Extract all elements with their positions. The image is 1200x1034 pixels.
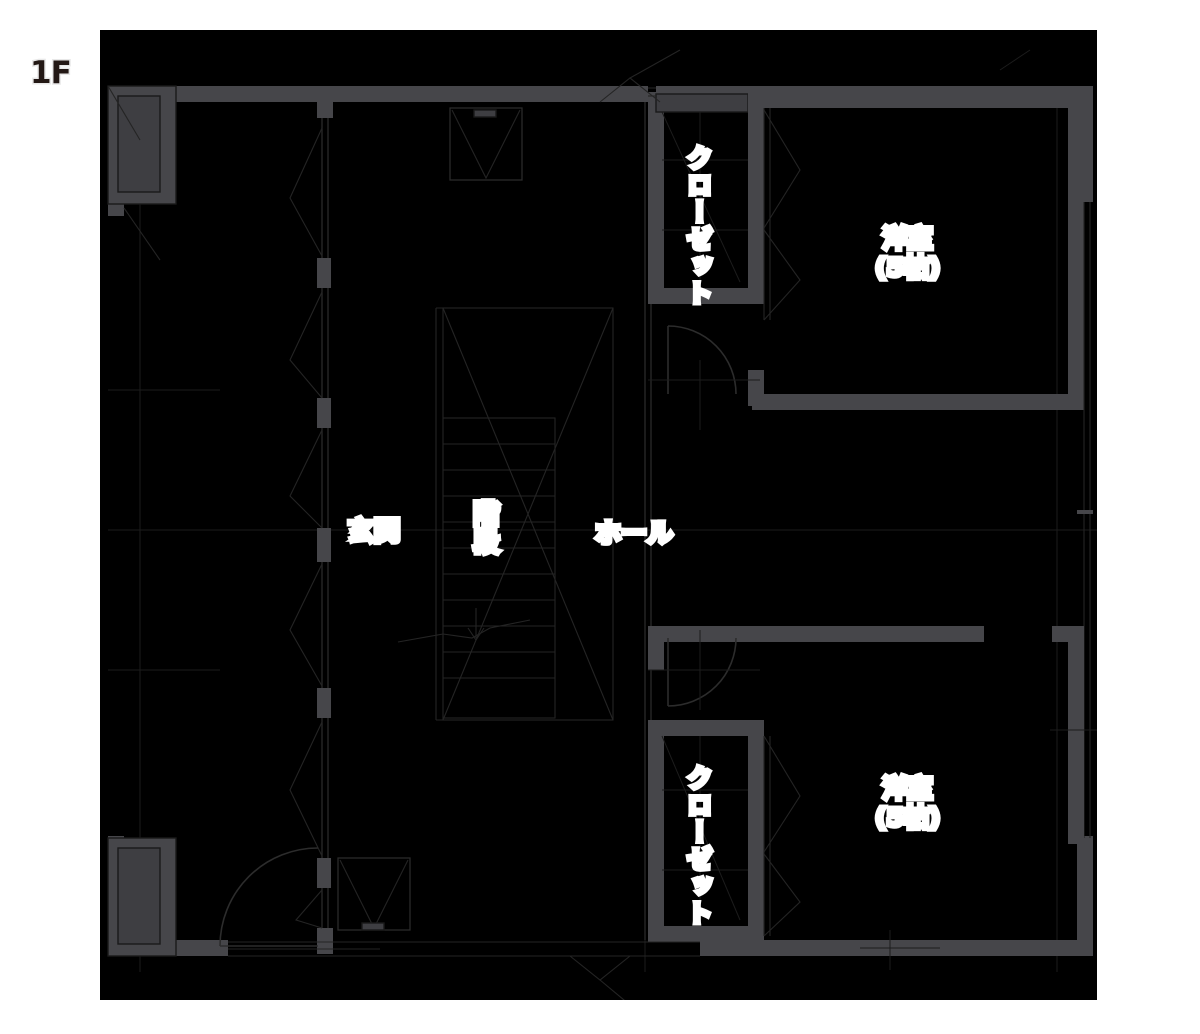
bottom-center-fixture — [337, 857, 411, 931]
room-label-genkan: 玄関 — [345, 515, 402, 550]
room-label-closet-bottom: クローゼット — [681, 763, 715, 930]
closet-bottom-text: クローゼット — [681, 763, 715, 930]
genkan-text: 玄関 — [345, 515, 402, 550]
stair-enclosure — [435, 307, 614, 721]
entrance-door-swing — [219, 847, 319, 947]
floor-plan-canvas: .wall { fill: #46464a; stroke: #1a1a1a; … — [100, 30, 1097, 1000]
room-label-hall: ホール — [592, 517, 675, 552]
room-label-kaidan: 階段 — [466, 498, 501, 559]
closet-top-text: クローゼット — [681, 143, 715, 310]
top-right-section — [648, 92, 1097, 838]
floor-base — [100, 30, 1097, 1000]
floor-label: 1F — [29, 55, 74, 91]
room-label-room-top: 洋室 (5帖) — [872, 222, 942, 284]
room-label-closet-top: クローゼット — [681, 143, 715, 310]
kaidan-text: 階段 — [466, 498, 501, 559]
room-bottom-text: 洋室 — [880, 772, 935, 805]
room-label-room-bottom: 洋室 (5帖) — [872, 772, 942, 834]
top-exterior-detail — [107, 49, 1031, 261]
top-center-fixture — [449, 107, 523, 181]
hall-text: ホール — [592, 517, 675, 552]
bottom-exterior-detail — [228, 930, 940, 1000]
room-top-text: 洋室 — [880, 222, 935, 255]
room-top-size: (5帖) — [872, 251, 942, 284]
window-top-left — [107, 85, 177, 205]
bottom-right-section — [648, 626, 1097, 942]
room-bottom-size: (5帖) — [872, 801, 942, 834]
floor-plan-drawing: .wall { fill: #46464a; stroke: #1a1a1a; … — [100, 30, 1097, 1000]
genkan-wall-left — [289, 96, 333, 954]
right-middle-wall — [1077, 410, 1093, 626]
window-bottom-left — [107, 837, 177, 957]
